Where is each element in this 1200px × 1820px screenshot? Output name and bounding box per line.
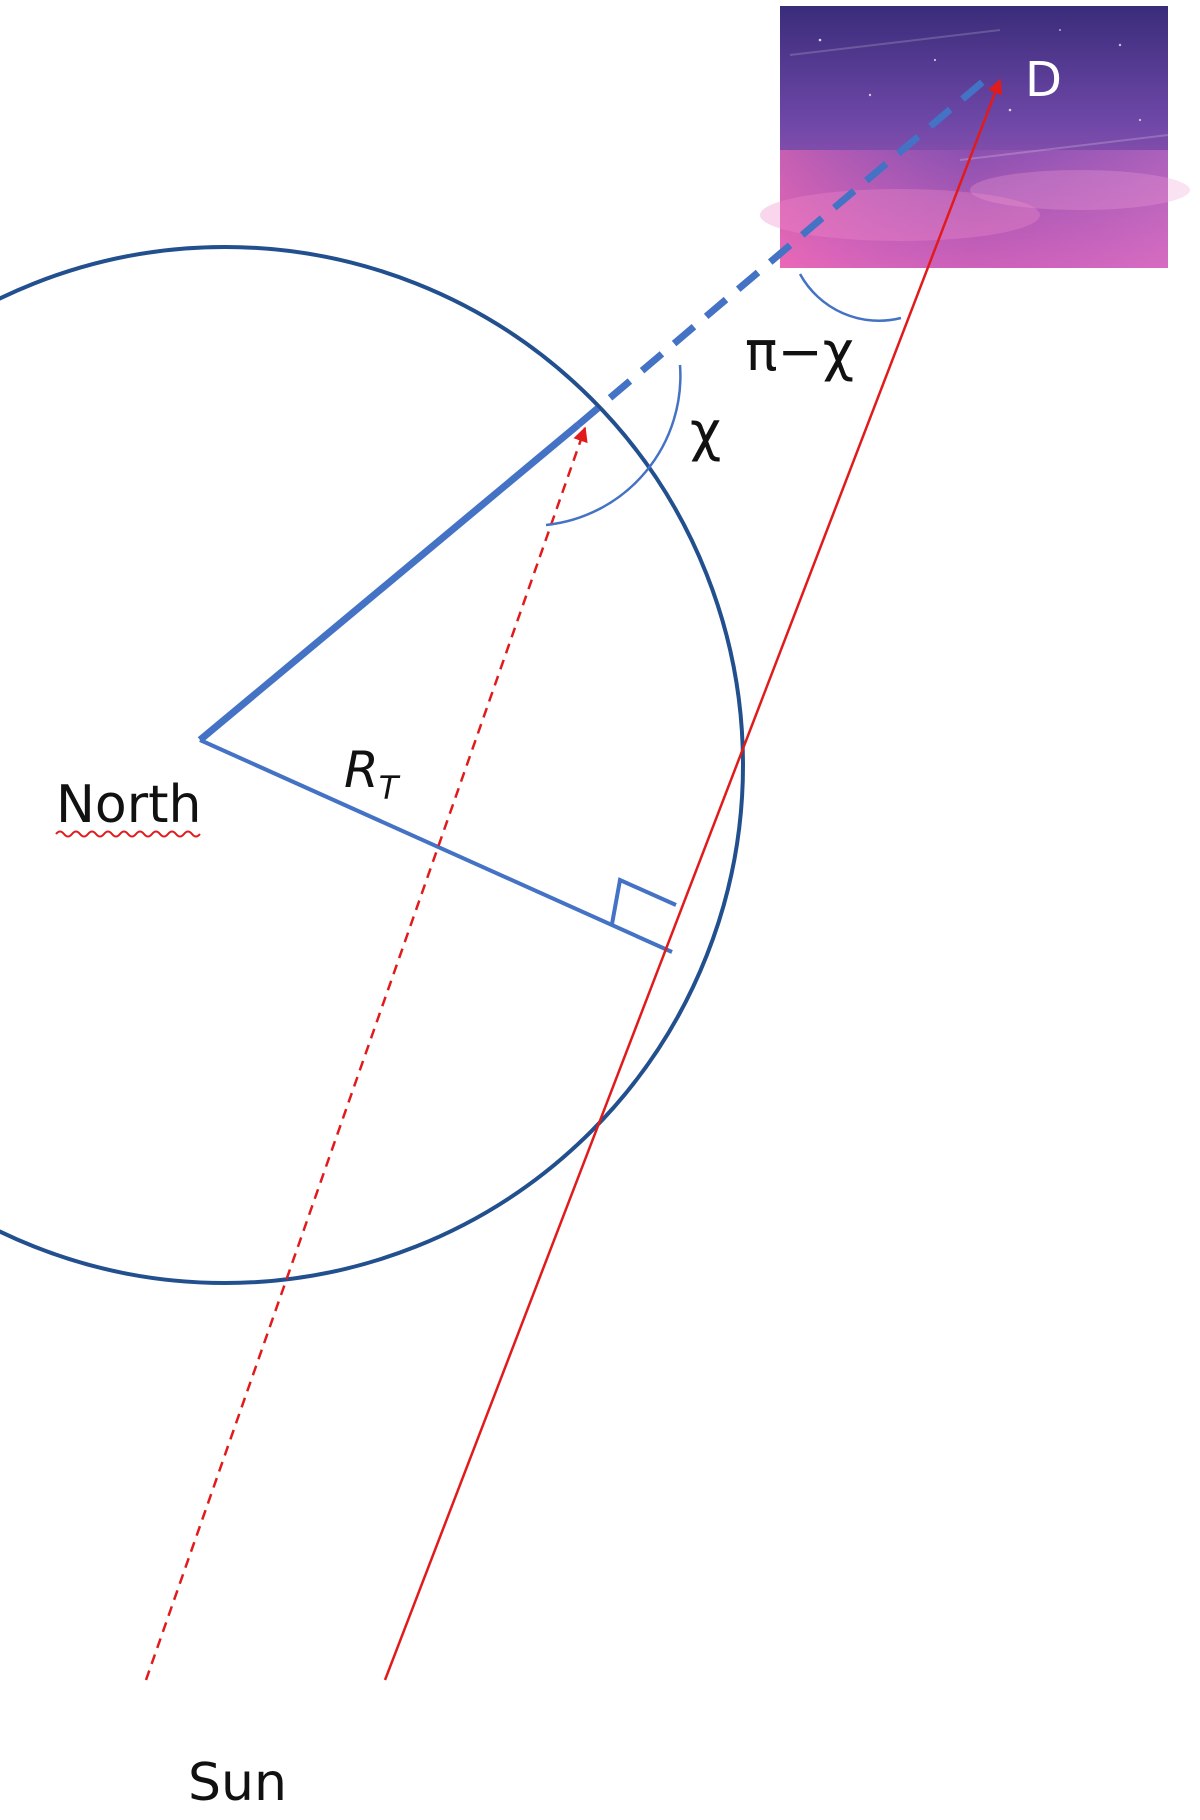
chi-label: χ (690, 400, 721, 463)
sun-label: Sun (188, 1753, 287, 1813)
sun-ray-dashed (144, 426, 588, 1681)
north-label: North (56, 775, 201, 835)
earth-circle (0, 245, 745, 1285)
right-angle-marker (610, 877, 677, 925)
radius-subscript: T (379, 769, 401, 807)
point-d-label: D (1025, 52, 1062, 108)
spellcheck-underline (55, 830, 201, 838)
sun-ray-tangent (383, 78, 1003, 1681)
tangent-radius-line (199, 738, 673, 954)
observer-radius-line (197, 422, 581, 743)
radius-main-symbol: R (344, 741, 379, 799)
pi-minus-chi-angle-arc (798, 273, 902, 322)
sky-image (760, 6, 1190, 268)
chi-angle-arc (545, 364, 682, 527)
pi-minus-chi-label: π−χ (745, 320, 854, 383)
zenith-extension-dashed (575, 77, 988, 428)
radius-label: RT (344, 741, 401, 807)
